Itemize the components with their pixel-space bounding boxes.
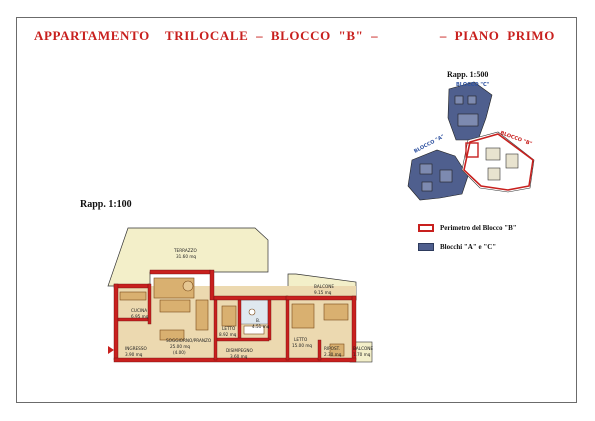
room-name-balcone-1: BALCONE	[314, 284, 334, 289]
room-area-disimpegno: 3.60 mq	[230, 354, 248, 359]
legend-item-blocks-a-c: Blocchi "A" e "C"	[418, 243, 496, 251]
room-area-soggiorno: 25.00 mq	[170, 344, 190, 349]
room-area-terrazzo: 31.60 mq	[176, 254, 196, 259]
entrance-arrow	[108, 346, 114, 354]
legend-label: Perimetro del Blocco "B"	[440, 224, 517, 232]
room-area-ingresso: 3.90 mq	[125, 352, 143, 357]
walls	[113, 269, 357, 363]
furniture	[119, 277, 349, 357]
room-name-bagno: B.	[256, 318, 260, 323]
room-area-bagno: 4.51 mq	[252, 324, 270, 329]
page-title: APPARTAMENTO TRILOCALE – BLOCCO "B" – – …	[34, 28, 555, 43]
block-a-shape	[407, 149, 469, 201]
room-name-soggiorno: SOGGIORNO/PRANZO	[166, 338, 212, 343]
room-name-ingresso: INGRESSO	[125, 346, 147, 351]
floor-plan-scale: Rapp. 1:100	[80, 199, 132, 210]
room-name-terrazzo: TERRAZZO	[173, 248, 197, 253]
room-name-letto-2: LETTO	[294, 337, 308, 342]
key-plan-scale: Rapp. 1:500	[447, 70, 489, 79]
block-c-shape	[447, 81, 493, 141]
key-plan: BLOCCO "C" BLOCCO "A" BLOCCO "B"	[407, 81, 535, 201]
room-name-ripostiglio: RIPOST.	[324, 346, 340, 351]
legend-swatch-blue	[418, 243, 434, 251]
room-area-cucina: 6.95 mq	[131, 314, 149, 319]
room-extra-soggiorno: (4.00)	[173, 350, 186, 355]
room-area-ripostiglio: 2.30 mq	[324, 352, 342, 357]
room-name-letto-1: LETTO	[222, 326, 236, 331]
room-area-letto-1: 8.92 mq	[219, 332, 237, 337]
block-b-perimeter	[463, 133, 534, 191]
room-area-letto-2: 15.00 mq	[292, 343, 312, 348]
floor-plan: TERRAZZO 31.60 mq CUCINA 6.95 mq SOGGIOR…	[107, 227, 373, 363]
room-name-balcone-2: BALCONE	[353, 346, 373, 351]
room-area-balcone-1: 9.15 mq	[314, 290, 332, 295]
legend-item-block-b: Perimetro del Blocco "B"	[418, 224, 517, 232]
legend-label: Blocchi "A" e "C"	[440, 243, 497, 251]
block-c-label: BLOCCO "C"	[456, 82, 490, 88]
apartment-marker	[465, 142, 479, 158]
room-name-disimpegno: DISIMPEGNO	[226, 348, 254, 353]
legend-swatch-red	[418, 224, 434, 232]
room-name-cucina: CUCINA	[131, 308, 147, 313]
room-area-balcone-2: 1.70 mq	[353, 352, 371, 357]
drawing-frame	[16, 17, 577, 403]
